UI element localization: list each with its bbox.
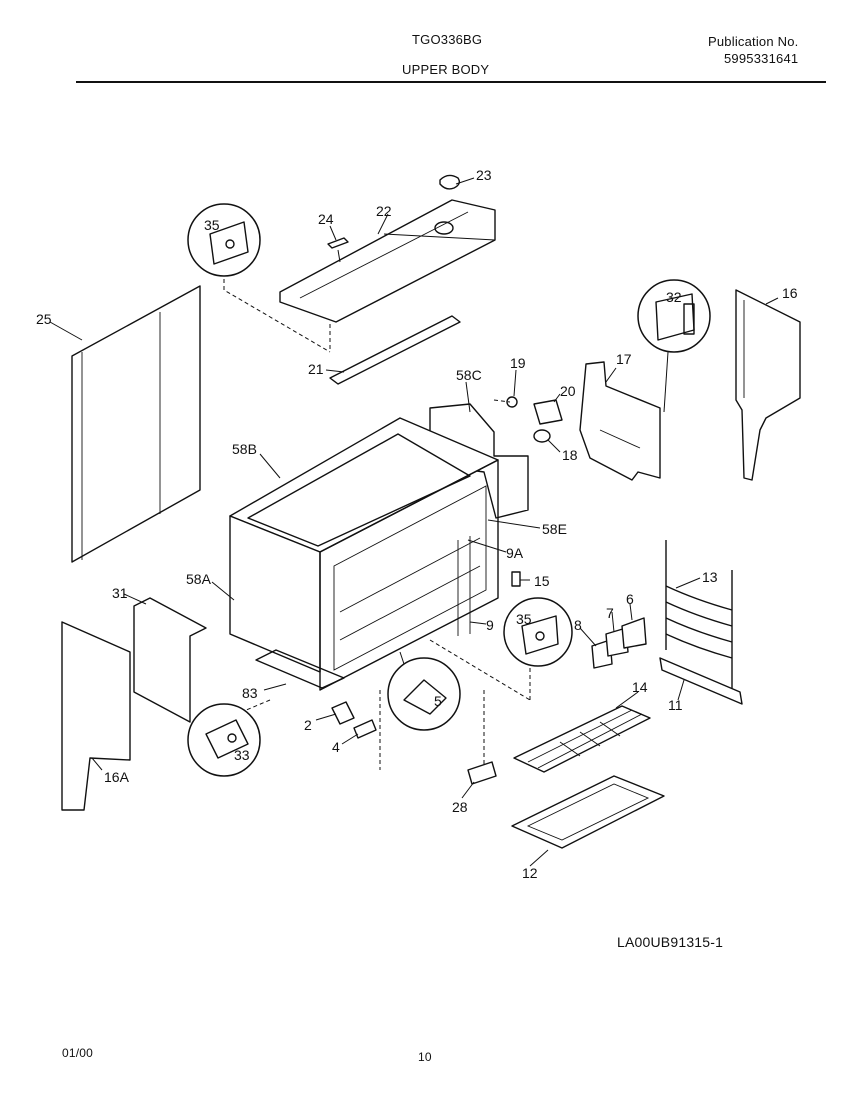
leader-lines [49, 177, 779, 867]
callout-5: 5 [434, 693, 442, 709]
callout-11: 11 [668, 697, 683, 713]
callout-35-middle: 35 [516, 611, 532, 627]
callout-31: 31 [112, 585, 128, 601]
callout-labels: 23 24 22 35 25 21 32 16 17 58C 19 20 18 … [36, 167, 798, 881]
side-panel-part-25 [71, 285, 201, 563]
callout-6: 6 [626, 591, 634, 607]
clip-part-24 [327, 237, 349, 263]
bracket-part-4 [353, 719, 377, 739]
detail-circle-32 [637, 279, 711, 413]
callout-58E: 58E [542, 521, 567, 537]
callout-58A: 58A [186, 571, 212, 587]
oven-cavity-part-9 [319, 459, 499, 691]
top-panel-part-22 [279, 199, 496, 323]
callout-21: 21 [308, 361, 324, 377]
callout-16A: 16A [104, 769, 130, 785]
callout-9A: 9A [506, 545, 524, 561]
rail-part-11 [659, 657, 743, 705]
callout-19: 19 [510, 355, 526, 371]
callout-13: 13 [702, 569, 718, 585]
callout-20: 20 [560, 383, 576, 399]
burner-parts-19-20-18 [493, 396, 563, 443]
callout-12: 12 [522, 865, 538, 881]
callout-32: 32 [666, 289, 682, 305]
page-number: 10 [418, 1050, 432, 1064]
section-title: UPPER BODY [402, 62, 490, 77]
publication-label: Publication No. [708, 34, 799, 49]
callout-14: 14 [632, 679, 648, 695]
date-code: 01/00 [62, 1046, 94, 1060]
trim-part-21 [329, 315, 461, 385]
callout-7: 7 [606, 605, 614, 621]
detail-circle-33 [187, 703, 261, 777]
callout-35-top: 35 [204, 217, 220, 233]
detail-circle-35-middle [503, 597, 573, 667]
callout-8: 8 [574, 617, 582, 633]
callout-33: 33 [234, 747, 250, 763]
back-panel-part-17 [579, 361, 661, 481]
oven-insulation-58B [229, 417, 499, 673]
publication-number: 5995331641 [724, 51, 799, 66]
base-frame-part-83 [255, 649, 345, 689]
side-panel-part-16 [735, 289, 801, 481]
model-number: TGO336BG [412, 32, 483, 47]
callout-83: 83 [242, 685, 258, 701]
parts-8-7-6 [591, 617, 647, 669]
callout-2: 2 [304, 717, 312, 733]
callout-28: 28 [452, 799, 468, 815]
callout-58B: 58B [232, 441, 257, 457]
callout-24: 24 [318, 211, 334, 227]
bracket-part-28 [467, 761, 497, 785]
detail-circle-35-top [187, 203, 261, 277]
side-panel-part-31 [133, 597, 207, 723]
drawing-code: LA00UB91315-1 [617, 934, 724, 950]
callout-22: 22 [376, 203, 392, 219]
bracket-part-2 [331, 701, 355, 725]
callout-18: 18 [562, 447, 578, 463]
callout-58C: 58C [456, 367, 482, 383]
side-panel-part-16A [61, 621, 131, 811]
part-15 [511, 571, 521, 587]
callout-17: 17 [616, 351, 632, 367]
oven-rack-part-14 [513, 705, 651, 773]
rack-support-part-13 [665, 540, 733, 690]
clip-part-23 [439, 174, 461, 190]
detail-circle-5 [387, 651, 461, 731]
callout-4: 4 [332, 739, 340, 755]
callout-23: 23 [476, 167, 492, 183]
callout-25: 25 [36, 311, 52, 327]
callout-15: 15 [534, 573, 550, 589]
header-rule [76, 81, 826, 83]
broil-pan-part-12 [511, 775, 665, 849]
callout-16: 16 [782, 285, 798, 301]
callout-9: 9 [486, 617, 494, 633]
